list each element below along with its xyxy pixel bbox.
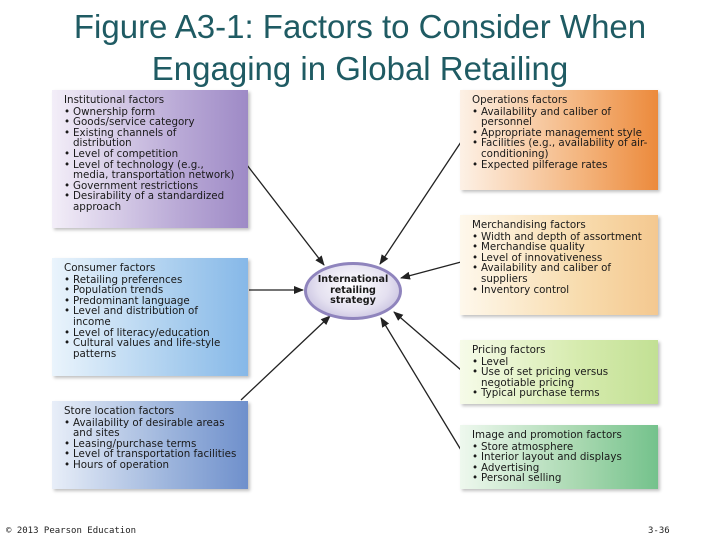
list-item: Level of competition bbox=[64, 149, 238, 160]
consumer-factors-box: Consumer factors Retailing preferences P… bbox=[52, 258, 248, 376]
factor-list: Store atmosphere Interior layout and dis… bbox=[472, 441, 648, 484]
arrow-operations bbox=[379, 141, 462, 265]
list-item: Typical purchase terms bbox=[472, 388, 648, 399]
list-item: Ownership form bbox=[64, 106, 238, 118]
list-item: Predominant language bbox=[64, 296, 238, 307]
list-item: Expected pilferage rates bbox=[472, 159, 648, 171]
image-promotion-factors-box: Image and promotion factors Store atmosp… bbox=[460, 425, 658, 489]
box-title: Consumer factors bbox=[64, 262, 156, 274]
list-item: Hours of operation bbox=[64, 460, 238, 471]
list-item: Use of set pricing versus negotiable pri… bbox=[472, 367, 648, 388]
box-title: Image and promotion factors bbox=[472, 429, 622, 441]
footer-page-number: 3-36 bbox=[648, 526, 670, 536]
list-item: Existing channels of distribution bbox=[64, 127, 238, 149]
pricing-factors-box: Pricing factors Level Use of set pricing… bbox=[460, 340, 658, 404]
slide-title-line-1: Figure A3-1: Factors to Consider When bbox=[73, 8, 647, 45]
list-item: Interior layout and displays bbox=[472, 452, 648, 463]
list-item: Retailing preferences bbox=[64, 274, 238, 286]
factor-list: Availability and caliber of personnel Ap… bbox=[472, 106, 648, 171]
list-item: Inventory control bbox=[472, 284, 648, 296]
box-title: Operations factors bbox=[472, 94, 568, 106]
list-item: Level bbox=[472, 356, 648, 368]
factor-list: Ownership form Goods/service category Ex… bbox=[64, 106, 238, 213]
list-item: Personal selling bbox=[472, 473, 648, 484]
list-item: Level of literacy/education bbox=[64, 327, 238, 339]
list-item: Level of transportation facilities bbox=[64, 449, 238, 460]
list-item: Cultural values and life-style patterns bbox=[64, 338, 238, 359]
box-title: Store location factors bbox=[64, 405, 175, 417]
factor-list: Retailing preferences Population trends … bbox=[64, 274, 238, 360]
operations-factors-box: Operations factors Availability and cali… bbox=[460, 90, 658, 190]
list-item: Leasing/purchase terms bbox=[64, 439, 238, 450]
list-item: Population trends bbox=[64, 285, 238, 296]
list-item: Merchandise quality bbox=[472, 242, 648, 253]
list-item: Availability of desirable areas and site… bbox=[64, 417, 238, 439]
slide-title: Figure A3-1: Factors to Consider When En… bbox=[30, 6, 690, 90]
store-location-factors-box: Store location factors Availability of d… bbox=[52, 401, 248, 489]
arrow-image-promotion bbox=[380, 317, 462, 451]
arrow-pricing bbox=[393, 311, 462, 371]
box-title: Merchandising factors bbox=[472, 219, 586, 231]
factor-list: Width and depth of assortment Merchandis… bbox=[472, 231, 648, 296]
list-item: Level of innovativeness bbox=[472, 253, 648, 264]
list-item: Facilities (e.g., availability of air-co… bbox=[472, 138, 648, 159]
list-item: Goods/service category bbox=[64, 117, 238, 128]
list-item: Government restrictions bbox=[64, 181, 238, 192]
factor-list: Availability of desirable areas and site… bbox=[64, 417, 238, 471]
list-item: Advertising bbox=[472, 463, 648, 474]
list-item: Appropriate management style bbox=[472, 128, 648, 139]
list-item: Width and depth of assortment bbox=[472, 231, 648, 243]
factor-list: Level Use of set pricing versus negotiab… bbox=[472, 356, 648, 399]
list-item: Level of technology (e.g., media, transp… bbox=[64, 159, 238, 181]
center-strategy-node: International retailing strategy bbox=[304, 262, 402, 320]
arrow-institutional bbox=[246, 164, 325, 266]
slide-title-line-2: Engaging in Global Retailing bbox=[151, 50, 569, 87]
box-title: Pricing factors bbox=[472, 344, 546, 356]
merchandising-factors-box: Merchandising factors Width and depth of… bbox=[460, 215, 658, 315]
list-item: Level and distribution of income bbox=[64, 306, 238, 327]
list-item: Desirability of a standardized approach bbox=[64, 191, 238, 212]
arrow-merchandising bbox=[400, 261, 462, 280]
arrow-store-location bbox=[240, 315, 331, 401]
institutional-factors-box: Institutional factors Ownership form Goo… bbox=[52, 90, 248, 228]
footer-copyright: © 2013 Pearson Education bbox=[6, 526, 137, 536]
box-title: Institutional factors bbox=[64, 94, 165, 106]
list-item: Availability and caliber of personnel bbox=[472, 106, 648, 128]
list-item: Store atmosphere bbox=[472, 441, 648, 453]
list-item: Availability and caliber of suppliers bbox=[472, 263, 648, 284]
